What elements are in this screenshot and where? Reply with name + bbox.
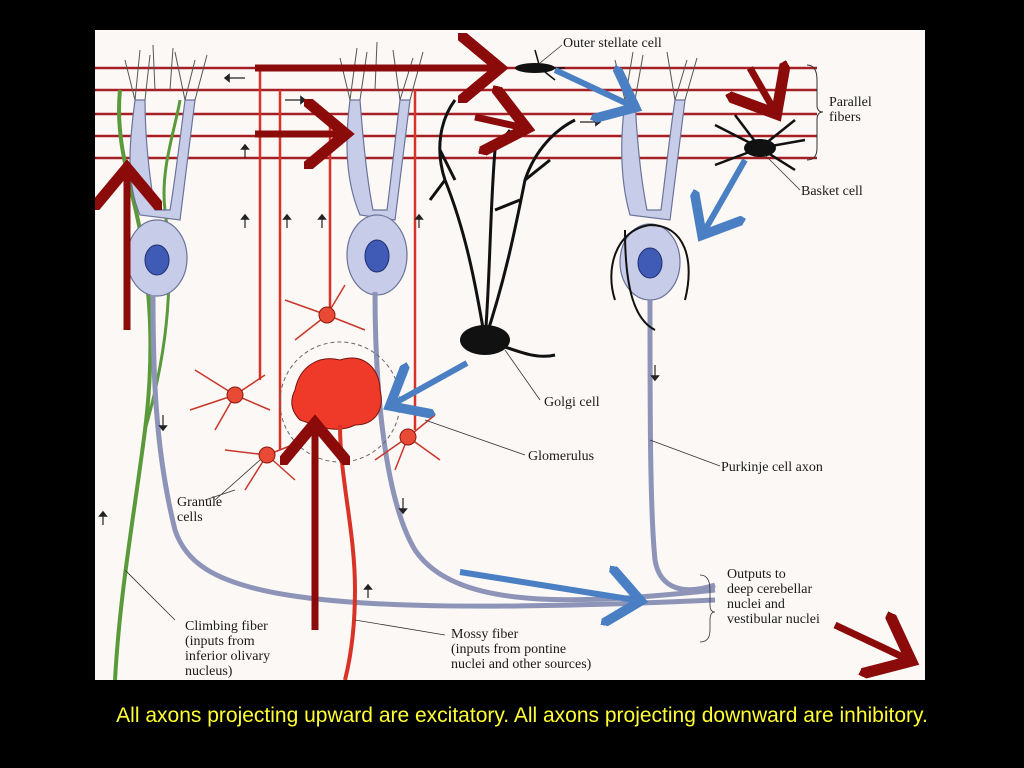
mossy-fiber-rosette [291, 357, 382, 430]
parallel-fibers [95, 66, 817, 160]
label-basket-cell: Basket cell [801, 184, 863, 199]
slide-caption: All axons projecting upward are excitato… [116, 704, 928, 727]
label-golgi-cell: Golgi cell [544, 395, 600, 410]
direction-arrows [98, 73, 660, 598]
golgi-cell [428, 99, 576, 358]
label-purkinje-cell-axon: Purkinje cell axon [721, 460, 823, 475]
parallel-fibers-brace [806, 64, 824, 161]
excitatory-arrows [127, 68, 905, 658]
label-climbing-fiber: Climbing fiber (inputs from inferior oli… [185, 619, 271, 679]
inhibitory-arrows [395, 70, 748, 600]
label-glomerulus: Glomerulus [528, 449, 595, 464]
leader-lines [124, 44, 801, 643]
label-outer-stellate-cell: Outer stellate cell [563, 36, 662, 51]
label-parallel-fibers: Parallel fibers [829, 95, 872, 125]
label-mossy-fiber: Mossy fiber (inputs from pontine nuclei … [451, 627, 592, 672]
cerebellar-circuit-diagram: Outer stellate cell Parallel fibers Bask… [95, 30, 925, 680]
circuit-drawing [95, 30, 925, 680]
granule-cells [189, 284, 441, 491]
mossy-fiber [338, 424, 358, 680]
label-outputs: Outputs to deep cerebellar nuclei and ve… [727, 567, 820, 627]
purkinje-cell-3 [619, 99, 716, 593]
label-granule-cells: Granule cells [177, 495, 223, 525]
basket-terminal [610, 223, 690, 331]
purkinje-dendrites-1 [124, 44, 208, 101]
basket-cell [714, 114, 806, 172]
